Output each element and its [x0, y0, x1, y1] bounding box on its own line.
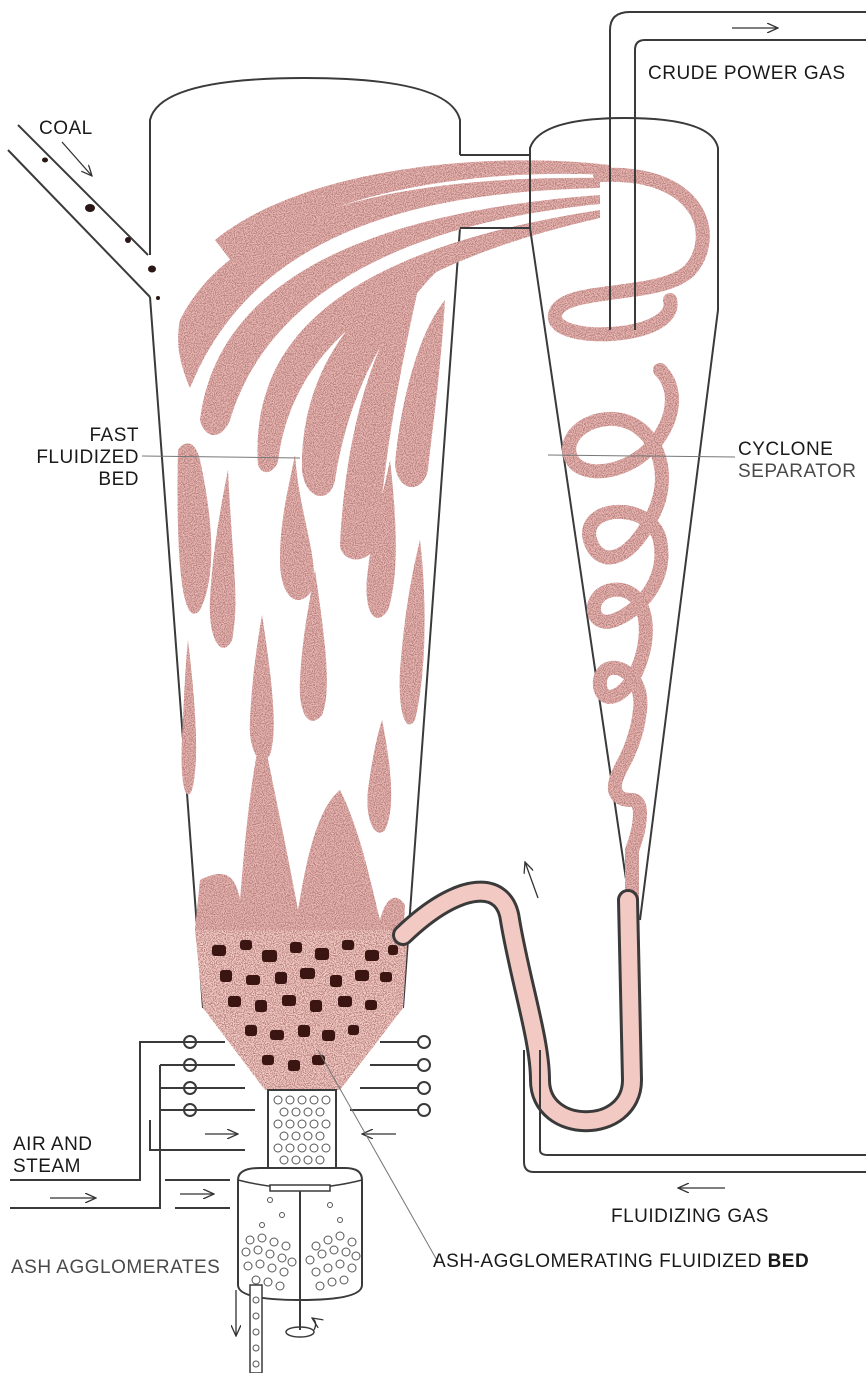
fast-fluidized-bed-label-line3: BED: [98, 468, 139, 492]
cyclone-separator-label-line1: CYCLONE: [738, 438, 833, 462]
ash-agglomerating-bed-label: ASH-AGGLOMERATING FLUIDIZED BED: [433, 1250, 809, 1274]
fast-fluidized-bed-streams: [178, 160, 610, 940]
coal-flow-arrow: [62, 142, 92, 176]
fast-fluidized-bed-label-line1: FAST: [89, 424, 139, 448]
coal-particles: [42, 158, 160, 301]
cyclone-separator-label-line2: SEPARATOR: [738, 460, 857, 484]
ash-discharge: [238, 1090, 362, 1373]
air-steam-label-line1: AIR AND: [13, 1133, 93, 1157]
return-leg-arrow: [525, 862, 538, 898]
ash-agglomerates-label: ASH AGGLOMERATES: [11, 1256, 220, 1280]
ash-agglomerating-bed-label-text: ASH-AGGLOMERATING FLUIDIZED: [433, 1251, 768, 1272]
return-leg: [403, 892, 632, 1122]
air-steam-label-line2: STEAM: [13, 1155, 81, 1179]
crude-power-gas-label: CRUDE POWER GAS: [648, 62, 846, 86]
fast-fluidized-bed-label-line2: FLUIDIZED: [36, 446, 139, 470]
coal-label: COAL: [39, 117, 93, 141]
ash-agglomerating-bed-label-bold: BED: [768, 1251, 810, 1272]
air-steam-manifold: [10, 1036, 430, 1208]
collector-stirrer-arrow: [312, 1318, 316, 1330]
fluidizing-gas-label: FLUIDIZING GAS: [611, 1205, 769, 1229]
coal-feed-chute: [8, 125, 150, 297]
